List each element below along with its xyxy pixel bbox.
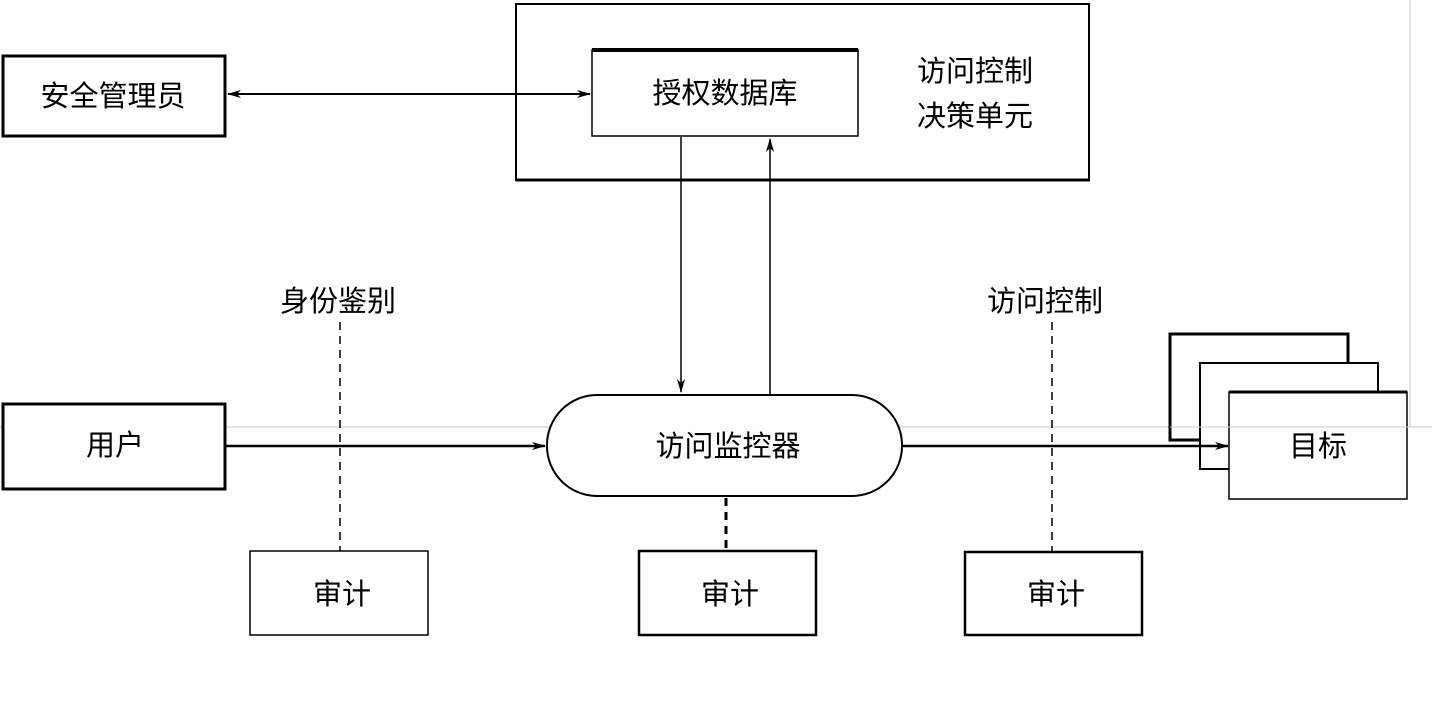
- audit-right-label: 审计: [1027, 577, 1085, 611]
- target-stack: 目标: [1168, 332, 1432, 500]
- access-monitor-box: 访问监控器: [546, 394, 903, 497]
- audit-left-label: 审计: [313, 577, 371, 611]
- audit-box-center: 审计: [637, 549, 818, 637]
- audit-center-label: 审计: [701, 577, 759, 611]
- audit-box-left: 审计: [249, 550, 429, 636]
- decision-unit-label-line1: 访问控制: [917, 54, 1033, 88]
- decision-unit-label-line2: 决策单元: [917, 99, 1033, 133]
- decision-unit-box: 授权数据库 访问控制 决策单元: [515, 3, 1090, 182]
- user-label: 用户: [86, 428, 144, 462]
- audit-box-right: 审计: [963, 550, 1144, 637]
- security-admin-box: 安全管理员: [1, 54, 227, 138]
- user-box: 用户: [1, 402, 227, 491]
- security-admin-label: 安全管理员: [40, 79, 185, 113]
- auth-database-label: 授权数据库: [652, 76, 797, 110]
- access-monitor-label: 访问监控器: [655, 429, 800, 463]
- identity-auth-label: 身份鉴别: [280, 284, 396, 318]
- target-label: 目标: [1289, 429, 1347, 463]
- access-control-label: 访问控制: [987, 284, 1103, 318]
